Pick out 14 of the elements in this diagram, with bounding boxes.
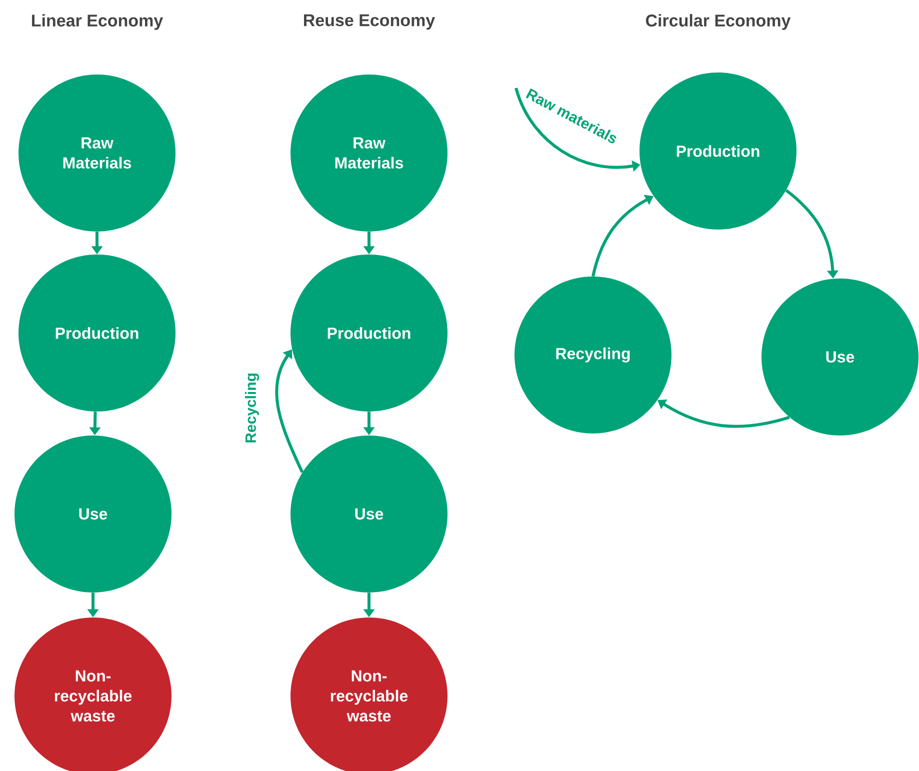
circle-node: Use <box>290 436 448 592</box>
circle-node: Raw Materials <box>18 74 176 232</box>
column-heading: Reuse Economy <box>304 14 436 30</box>
circle-node: Production <box>640 72 796 230</box>
circle-node: Production <box>290 254 448 412</box>
circle-node: Use <box>762 278 918 436</box>
circle-node: Recycling <box>514 276 672 434</box>
circle-node: Production <box>18 254 176 412</box>
edge-label: Recycling <box>244 372 260 444</box>
circle-node: Use <box>14 436 172 592</box>
column-heading: Circular Economy <box>646 14 791 30</box>
arrow <box>658 400 790 428</box>
column-heading: Linear Economy <box>32 14 164 30</box>
circle-node: Raw Materials <box>290 74 448 232</box>
